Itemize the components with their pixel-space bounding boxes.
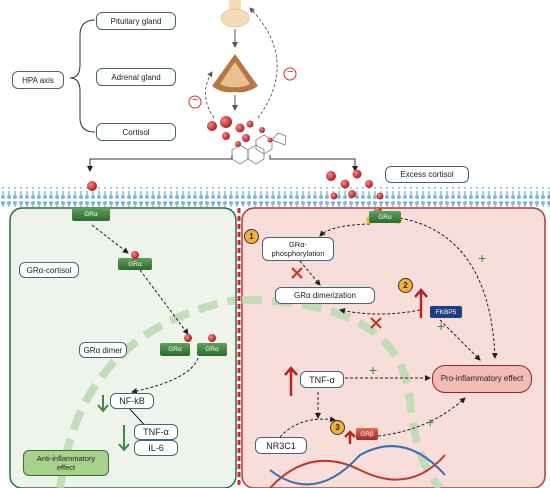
- step-badge-2: 2: [398, 278, 413, 293]
- right-arrow-to-phospho: [319, 223, 371, 237]
- gra-receptor-bound: GRα: [118, 258, 152, 270]
- gra-label: GRα: [168, 346, 182, 353]
- phosphorylation-label: GRα-phosphorylation: [271, 240, 325, 258]
- plus-icon: +: [369, 362, 378, 378]
- gra-to-proinflam-arrow: [399, 217, 498, 359]
- excess-cortisol-box: Excess cortisol: [385, 166, 469, 183]
- cell-membrane: [0, 187, 550, 207]
- minus-label: −: [287, 66, 294, 78]
- pituitary-gland-box: Pituitary gland: [96, 12, 176, 30]
- gra-dimer-box: GRα dimer: [79, 342, 127, 358]
- nfkb-label: NF-kB: [119, 396, 145, 406]
- phosphorylation-box: GRα-phosphorylation: [262, 237, 334, 261]
- blocked-x-icon: [291, 267, 382, 329]
- plus-icon: +: [426, 414, 435, 430]
- step-badge-3: 3: [330, 420, 345, 435]
- negative-feedback-pituitary: [249, 7, 278, 119]
- adrenal-gland-graphic: [212, 54, 258, 93]
- gra-cortisol-label: GRα-cortisol: [26, 265, 72, 275]
- phospho-to-dimer-arrow: [299, 260, 321, 286]
- tnf-right-box: TNF-α: [300, 371, 344, 388]
- minus-sign-icon: [283, 67, 297, 81]
- excess-cortisol-dots: [326, 169, 384, 200]
- cortisol-dot: [87, 181, 97, 191]
- hpa-axis-label: HPA axis: [22, 75, 54, 85]
- il6-box: IL-6: [134, 440, 178, 456]
- fkbp5-box: FKBP5: [430, 306, 462, 318]
- cortisol-to-right-arrow: [269, 155, 358, 172]
- anti-inflammatory-effect-label: Anti-inflammatory effect: [36, 454, 96, 472]
- minus-label: −: [192, 94, 199, 106]
- grb-label: GRβ: [360, 430, 374, 438]
- dimerization-label: GRα dimerization: [294, 291, 356, 300]
- tnf-label: TNF-α: [143, 427, 169, 437]
- grb-to-proinflam-arrow: [377, 397, 466, 437]
- down-arrow-icon: [97, 395, 130, 452]
- negative-feedback-adrenal: [205, 71, 215, 119]
- adrenal-gland-box: Adrenal gland: [96, 68, 176, 86]
- gra-receptor-membrane: GRα: [72, 208, 110, 221]
- gra-label: GRα: [378, 213, 392, 221]
- pro-inflammatory-effect-label: Pro-inflammatory effect: [440, 374, 524, 383]
- tnf-right-label: TNF-α: [309, 374, 335, 385]
- pro-inflammatory-effect-box: Pro-inflammatory effect: [432, 365, 532, 393]
- left-arrow-2: [139, 269, 189, 335]
- plus-icon: +: [478, 250, 487, 266]
- step-number: 1: [249, 232, 254, 241]
- plus-icon: +: [437, 318, 446, 334]
- left-arrow-1: [91, 224, 129, 254]
- step-number: 2: [403, 281, 408, 290]
- nfkb-box: NF-kB: [110, 393, 154, 409]
- fkbp5-label: FKBP5: [435, 308, 457, 316]
- left-arrow-3: [131, 357, 199, 394]
- dimerization-box: GRα dimerization: [275, 287, 375, 304]
- hpa-brace: [69, 19, 96, 133]
- gra-label: GRα: [84, 211, 98, 218]
- gra-label: GRα: [128, 260, 142, 268]
- fkbp5-to-proinflam-arrow: [439, 319, 481, 361]
- hpa-axis-box: HPA axis: [12, 71, 64, 89]
- fkbp5-to-dimer-arrow: [339, 308, 421, 315]
- nr3c1-label: NR3C1: [266, 440, 296, 451]
- tnf-box: TNF-α: [134, 424, 178, 440]
- cortisol-label: Cortisol: [122, 127, 150, 137]
- left-background-curve: [56, 296, 236, 488]
- gra-receptor-right: GRα: [369, 211, 401, 223]
- gra-dimer-b: GRα: [197, 343, 227, 356]
- right-background-curve: [241, 296, 444, 488]
- dna-helix-graphic: [269, 445, 446, 488]
- step-badge-1: 1: [244, 229, 259, 244]
- cortisol-to-left-arrow: [87, 155, 233, 172]
- cortisol-box: Cortisol: [96, 123, 176, 141]
- gra-cortisol-box: GRα-cortisol: [19, 262, 79, 278]
- grb-box: GRβ: [356, 428, 378, 440]
- pituitary-gland-label: Pituitary gland: [110, 16, 162, 26]
- minus-sign-icon: [188, 95, 202, 109]
- excess-cortisol-label: Excess cortisol: [400, 170, 454, 179]
- gra-label: GRα: [205, 346, 219, 353]
- il6-label: IL-6: [148, 443, 164, 453]
- anti-inflammatory-effect-box: Anti-inflammatory effect: [23, 450, 109, 476]
- gra-dimer-a: GRα: [160, 343, 190, 356]
- step-number: 3: [335, 423, 340, 432]
- up-arrow-icon: [284, 288, 428, 444]
- adrenal-gland-label: Adrenal gland: [111, 72, 161, 82]
- pituitary-gland-graphic: [220, 0, 250, 28]
- gra-dimer-label: GRα dimer: [83, 345, 123, 355]
- cortisol-cluster: [207, 116, 273, 147]
- nr3c1-box: NR3C1: [255, 437, 307, 454]
